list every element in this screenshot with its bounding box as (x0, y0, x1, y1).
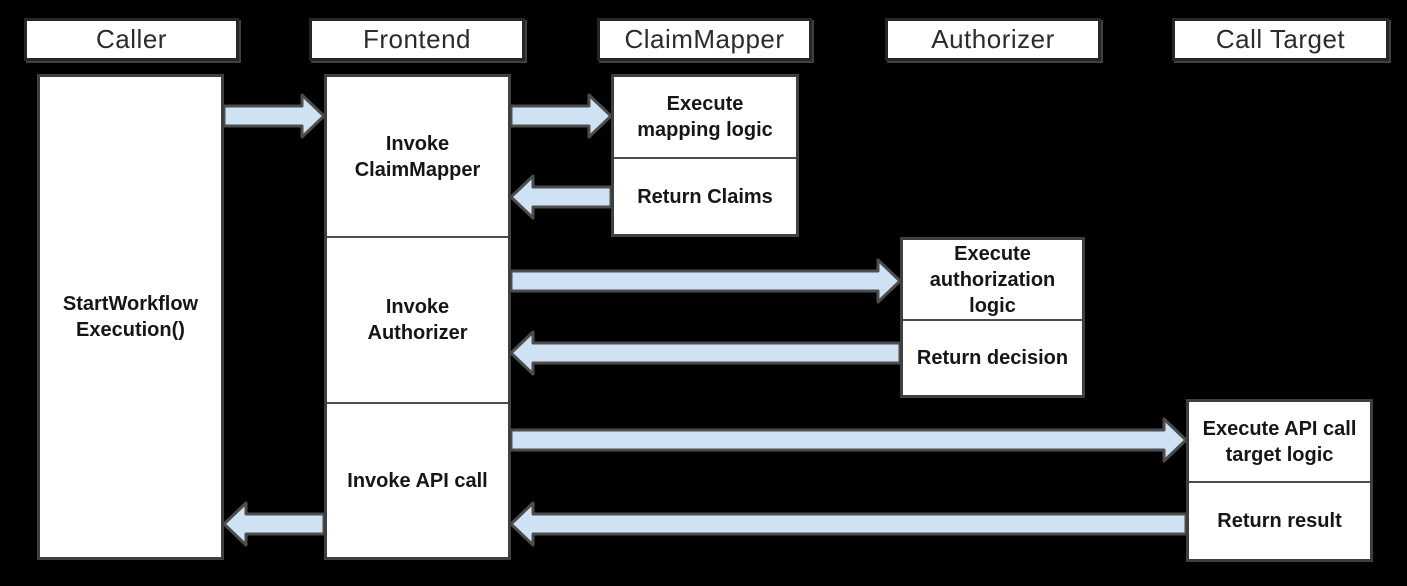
arrow-caller-to-frontend (222, 93, 326, 139)
arrow-calltarget-to-frontend (509, 501, 1188, 547)
arrow-claimmapper-to-frontend (509, 174, 613, 220)
lane-header-claimmapper: ClaimMapper (597, 18, 812, 61)
arrow-frontend-to-authorizer (509, 258, 902, 304)
activation-claimmapper: Execute mapping logic Return Claims (611, 74, 799, 237)
activation-calltarget: Execute API call target logic Return res… (1186, 399, 1373, 562)
step-execute-authorization-logic: Execute authorization logic (929, 242, 1056, 317)
step-return-decision: Return decision (903, 319, 1082, 395)
arrow-frontend-to-calltarget (509, 417, 1188, 463)
step-invoke-claimmapper: Invoke ClaimMapper (354, 132, 481, 181)
activation-frontend: Invoke ClaimMapper Invoke Authorizer Inv… (324, 74, 511, 560)
step-execute-api-call-target-logic: Execute API call target logic (1202, 417, 1357, 466)
arrow-authorizer-to-frontend (509, 330, 902, 376)
lane-header-frontend: Frontend (309, 18, 525, 61)
lane-header-calltarget: Call Target (1172, 18, 1389, 61)
step-return-result: Return result (1189, 481, 1370, 559)
step-execute-mapping-logic: Execute mapping logic (637, 93, 773, 141)
lane-header-caller: Caller (24, 18, 239, 61)
arrow-frontend-to-caller (222, 501, 326, 547)
activation-caller: StartWorkflow Execution() (37, 74, 224, 560)
arrow-frontend-to-claimmapper (509, 93, 613, 139)
step-invoke-api-call: Invoke API call (327, 402, 508, 557)
activation-authorizer: Execute authorization logic Return decis… (900, 237, 1085, 398)
step-startworkflowexecution: StartWorkflow Execution() (62, 293, 199, 341)
lane-header-authorizer: Authorizer (885, 18, 1101, 61)
step-invoke-authorizer: Invoke Authorizer (327, 236, 508, 402)
step-return-claims: Return Claims (614, 157, 796, 234)
